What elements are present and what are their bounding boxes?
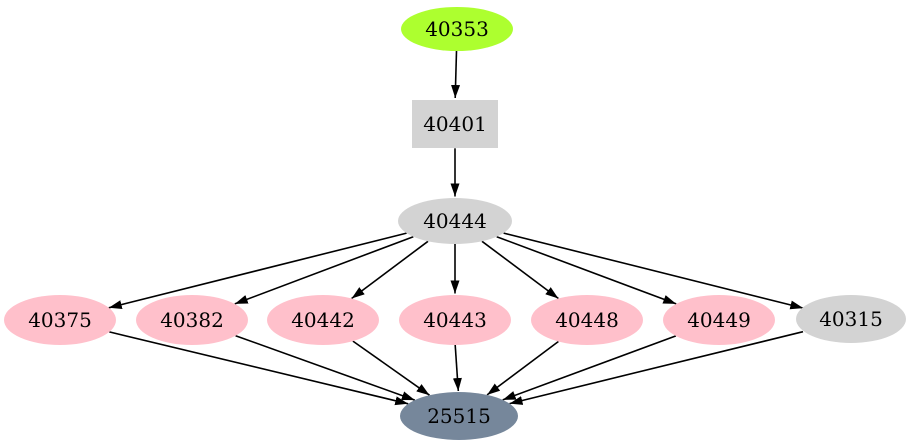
node-40443-label: 40443 [423, 308, 487, 332]
edge-40444-40375 [108, 232, 407, 310]
node-25515-shape [400, 392, 518, 440]
node-40448-shape [531, 295, 643, 345]
node-25515: 25515 [400, 392, 518, 440]
node-40353: 40353 [401, 7, 513, 51]
edge-40444-40449 [496, 235, 677, 305]
node-40442-shape [267, 295, 379, 345]
node-40375-label: 40375 [28, 308, 92, 332]
edge-40444-40315 [503, 232, 804, 310]
node-40444-label: 40444 [423, 209, 487, 233]
node-40353-shape [401, 7, 513, 51]
node-40375: 40375 [4, 295, 116, 345]
node-40315-shape [796, 295, 906, 343]
edge-40444-40382 [234, 235, 414, 305]
node-40315-label: 40315 [819, 307, 883, 331]
node-40401-label: 40401 [423, 112, 487, 136]
edge-40444-40448 [481, 240, 559, 300]
node-40449-shape [663, 295, 775, 345]
edge-40449-25515 [502, 335, 677, 401]
node-40444: 40444 [398, 198, 512, 244]
node-40382-shape [136, 295, 248, 345]
node-40401-shape [412, 100, 498, 148]
node-40382-label: 40382 [160, 308, 224, 332]
edge-40444-40442 [351, 240, 429, 300]
node-40442: 40442 [267, 295, 379, 345]
edge-40382-25515 [235, 334, 416, 401]
node-40382: 40382 [136, 295, 248, 345]
edge-40448-25515 [486, 340, 559, 396]
edge-40442-25515 [352, 340, 430, 396]
node-40449-label: 40449 [687, 308, 751, 332]
node-25515-label: 25515 [427, 404, 491, 428]
node-40442-label: 40442 [291, 308, 355, 332]
node-40449: 40449 [663, 295, 775, 345]
node-40448-label: 40448 [555, 308, 619, 332]
edge-40443-25515 [452, 344, 462, 392]
edge-group [108, 50, 804, 406]
node-40315: 40315 [796, 295, 906, 343]
edge-40353-40401 [451, 50, 461, 99]
edge-40315-25515 [509, 330, 804, 405]
node-40444-shape [398, 198, 512, 244]
node-40353-label: 40353 [425, 17, 489, 41]
node-40443: 40443 [399, 295, 511, 345]
node-40401: 40401 [412, 100, 498, 148]
edge-40375-25515 [109, 331, 409, 406]
node-40375-shape [4, 295, 116, 345]
node-40448: 40448 [531, 295, 643, 345]
node-40443-shape [399, 295, 511, 345]
